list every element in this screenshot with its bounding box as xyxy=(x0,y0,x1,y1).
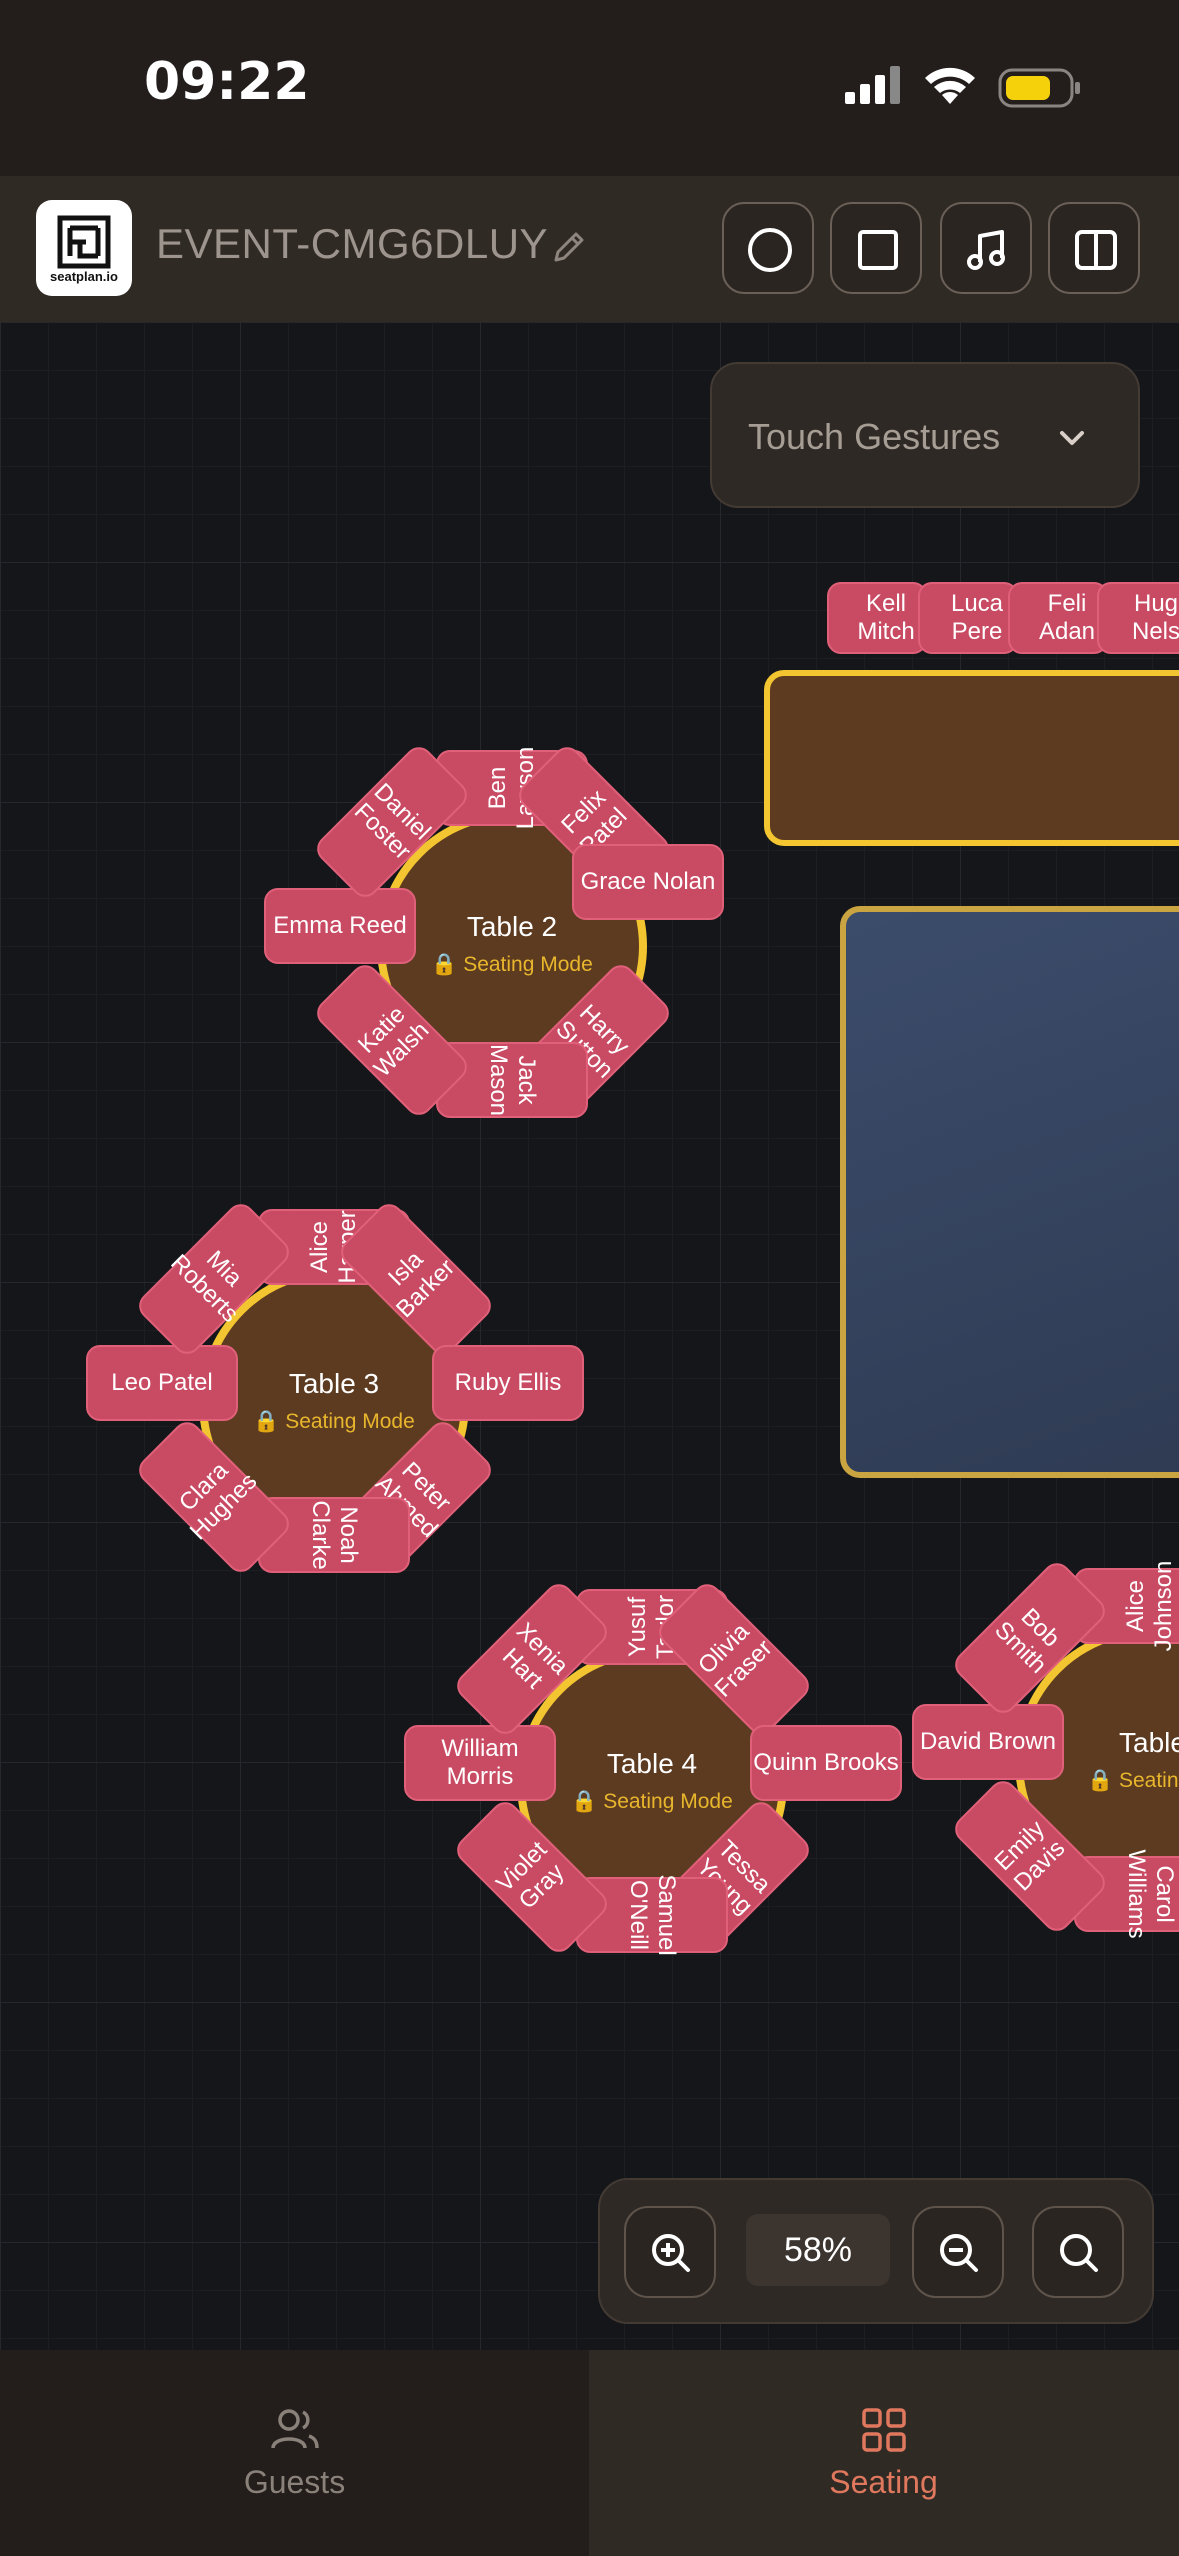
guest-name: Ruby Ellis xyxy=(454,1369,562,1396)
zoom-in-button[interactable] xyxy=(624,2206,716,2298)
table-mode-label: Seating Mode xyxy=(463,953,593,976)
seat-guest[interactable]: Feli Adan xyxy=(1008,582,1108,654)
seat-guest[interactable]: Ruby Ellis xyxy=(432,1345,584,1421)
seat-guest[interactable]: David Brown xyxy=(912,1704,1064,1780)
guest-name: Emma Reed xyxy=(273,912,407,939)
cellular-signal-icon xyxy=(845,66,900,104)
seat-guest[interactable]: Luca Pere xyxy=(918,582,1018,654)
guest-name: Feli Adan xyxy=(1038,590,1096,645)
guest-name: William Morris xyxy=(441,1735,519,1790)
logo-mark-icon xyxy=(57,215,111,269)
lock-icon: 🔒 xyxy=(571,1790,604,1813)
table-name: Table 4 xyxy=(606,1748,698,1779)
seat-guest[interactable]: Hug Nels xyxy=(1097,582,1179,654)
guest-name: Alice Johnson xyxy=(1122,1560,1177,1652)
zoom-level: 58% xyxy=(746,2214,890,2286)
stage-area[interactable] xyxy=(840,906,1179,1478)
search-button[interactable] xyxy=(1032,2206,1124,2298)
guest-name: Kell Mitch xyxy=(857,590,915,645)
wifi-icon xyxy=(925,67,975,104)
circle-table-button[interactable] xyxy=(722,202,814,294)
zoom-out-icon xyxy=(940,2234,978,2272)
guest-name: Hug Nels xyxy=(1131,590,1179,645)
tab-seating[interactable]: Seating xyxy=(589,2406,1178,2556)
status-time: 09:22 xyxy=(144,52,310,112)
battery-icon xyxy=(998,68,1080,108)
users-icon xyxy=(270,2409,319,2449)
table-name: Table 3 xyxy=(288,1368,380,1399)
guest-name: Grace Nolan xyxy=(580,868,716,895)
tab-seating-label: Seating xyxy=(829,2464,938,2500)
seatplan-logo[interactable]: seatplan.io xyxy=(36,200,132,296)
chevron-down-icon xyxy=(1060,431,1084,445)
table-name: Table 2 xyxy=(466,911,558,942)
app-header: seatplan.io EVENT-CMG6DLUY xyxy=(0,176,1179,324)
table-mode-label: Seating xyxy=(1118,1769,1179,1792)
split-view-button[interactable] xyxy=(1048,202,1140,294)
table-name: Table xyxy=(1119,1727,1179,1758)
grid-icon xyxy=(861,2408,906,2452)
zoom-in-icon xyxy=(652,2234,690,2272)
table-mode: 🔒 Seating Mode xyxy=(385,953,639,977)
seat-guest[interactable]: Emma Reed xyxy=(264,888,416,964)
guest-name: Samuel O'Neill xyxy=(625,1874,680,1956)
guest-name: Leo Patel xyxy=(111,1369,213,1396)
guest-name: Jack Mason xyxy=(485,1043,540,1117)
table-mode: 🔒 Seating Mode xyxy=(525,1790,779,1814)
seat-guest[interactable]: Leo Patel xyxy=(86,1345,238,1421)
logo-text: seatplan.io xyxy=(50,269,118,284)
table-mode: 🔒 Seating xyxy=(1023,1769,1179,1793)
guest-name: Noah Clarke xyxy=(307,1500,362,1570)
guest-name: Quinn Brooks xyxy=(753,1749,899,1776)
music-stage-button[interactable] xyxy=(940,202,1032,294)
touch-gestures-label: Touch Gestures xyxy=(748,416,1001,457)
table-mode: 🔒 Seating Mode xyxy=(207,1410,461,1434)
lock-icon: 🔒 xyxy=(1087,1769,1119,1792)
table-mode-label: Seating Mode xyxy=(285,1410,415,1433)
guest-name: Carol Williams xyxy=(1123,1849,1178,1939)
zoom-controls: 58% xyxy=(598,2178,1154,2324)
search-icon xyxy=(1060,2234,1098,2272)
split-panel-icon xyxy=(1075,230,1117,270)
guest-name: David Brown xyxy=(919,1728,1057,1755)
circle-icon xyxy=(748,228,792,272)
guest-name: Luca Pere xyxy=(950,590,1004,645)
table-mode-label: Seating Mode xyxy=(603,1790,733,1813)
seat-guest[interactable]: Quinn Brooks xyxy=(750,1725,902,1801)
seat-guest[interactable]: Kell Mitch xyxy=(827,582,927,654)
edit-pencil-icon[interactable] xyxy=(548,228,588,268)
lock-icon: 🔒 xyxy=(253,1410,286,1433)
seating-canvas[interactable]: Touch Gestures Kell Mitch Luca Pere Feli… xyxy=(0,322,1179,2350)
bottom-navigation: Guests Seating xyxy=(0,2350,1179,2556)
square-icon xyxy=(858,230,898,270)
lock-icon: 🔒 xyxy=(431,953,464,976)
tab-guests-label: Guests xyxy=(243,2464,346,2500)
music-note-icon xyxy=(967,230,1005,270)
touch-gestures-dropdown[interactable]: Touch Gestures xyxy=(710,362,1140,508)
square-table-button[interactable] xyxy=(830,202,922,294)
zoom-out-button[interactable] xyxy=(912,2206,1004,2298)
status-bar: 09:22 xyxy=(0,0,1179,176)
seat-guest[interactable]: William Morris xyxy=(404,1725,556,1801)
seat-guest[interactable]: Grace Nolan xyxy=(572,844,724,920)
event-title[interactable]: EVENT-CMG6DLUY xyxy=(156,220,549,267)
tab-guests[interactable]: Guests xyxy=(0,2406,589,2556)
rect-table[interactable] xyxy=(764,670,1179,846)
